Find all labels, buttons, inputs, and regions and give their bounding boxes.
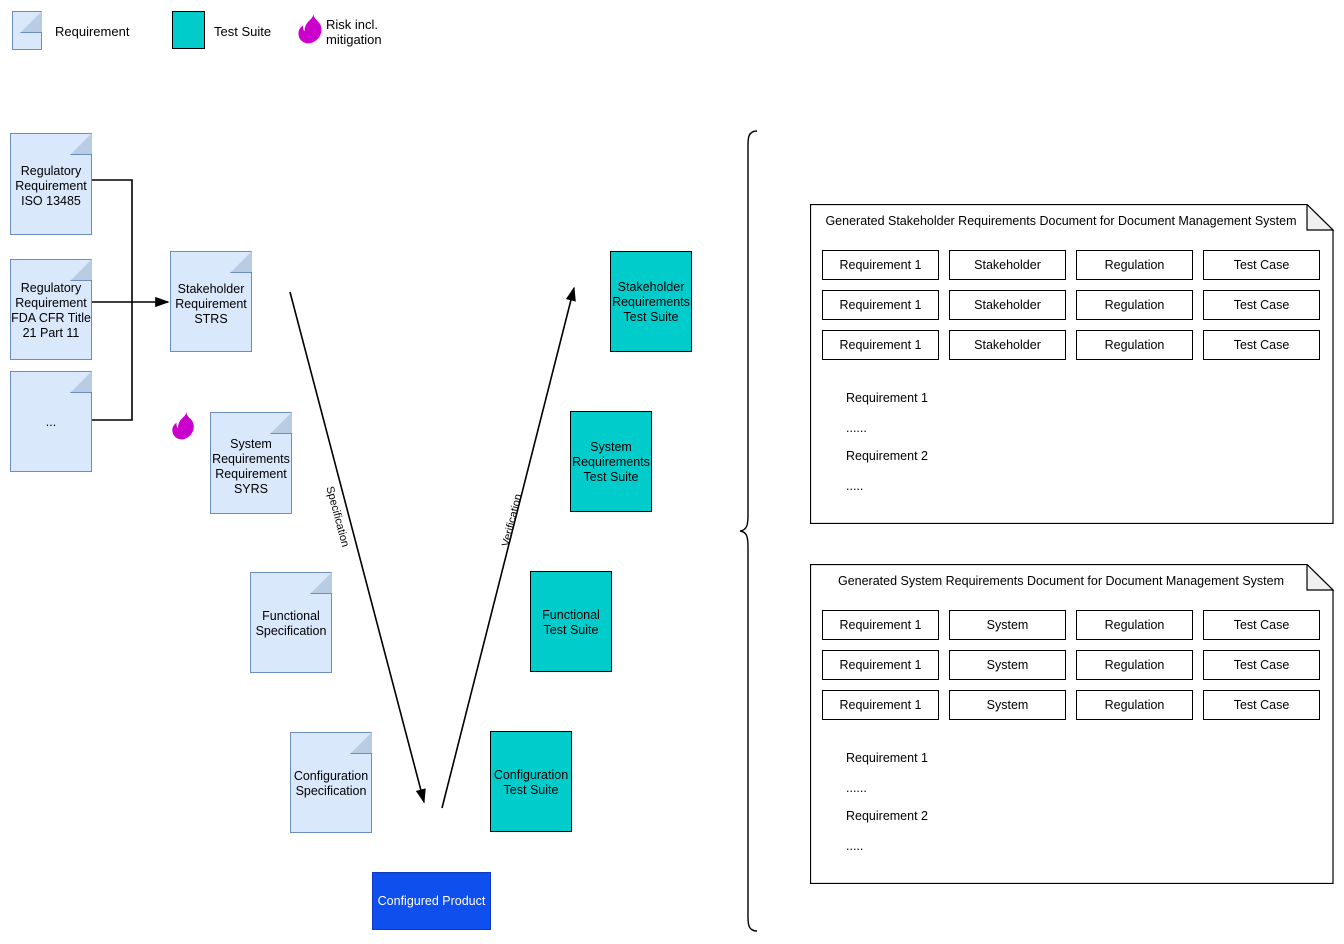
legend: Requirement Test Suite Risk incl. mitiga… (0, 0, 460, 70)
doc-regulatory-more[interactable]: ... (10, 371, 92, 472)
doc-label: Regulatory Requirement ISO 13485 (15, 164, 87, 208)
fold-corner-icon (270, 412, 292, 434)
table-row: Requirement 1 System Regulation Test Cas… (822, 610, 1320, 640)
body-line: Requirement 1 (846, 751, 928, 765)
doc-label: Stakeholder Requirement STRS (175, 282, 247, 326)
table-row: Requirement 1 System Regulation Test Cas… (822, 650, 1320, 680)
suite-label: System Requirements Test Suite (572, 440, 650, 484)
table-cell[interactable]: Regulation (1076, 290, 1193, 320)
edge-verification (441, 286, 576, 809)
body-line: Requirement 2 (846, 449, 928, 463)
doc-label: System Requirements Requirement SYRS (212, 437, 290, 496)
fold-corner-icon (70, 259, 92, 281)
suite-functional[interactable]: Functional Test Suite (530, 571, 612, 672)
fold-corner-icon (310, 572, 332, 594)
generated-document-title: Generated System Requirements Document f… (837, 574, 1285, 588)
table-cell[interactable]: Regulation (1076, 690, 1193, 720)
generated-document-stakeholder-outline (810, 204, 1334, 524)
table-cell[interactable]: Requirement 1 (822, 610, 939, 640)
legend-label-requirement: Requirement (55, 24, 130, 39)
fold-corner-icon (230, 251, 252, 273)
table-cell[interactable]: Requirement 1 (822, 650, 939, 680)
body-line: ...... (846, 781, 867, 795)
edge-regulatory-to-strs (92, 179, 170, 421)
table-cell[interactable]: Test Case (1203, 650, 1320, 680)
body-line: Requirement 2 (846, 809, 928, 823)
generated-document-stakeholder-content: Generated Stakeholder Requirements Docum… (810, 204, 1332, 522)
edge-label-specification: Specification (323, 485, 352, 549)
body-line: ..... (846, 839, 864, 853)
table-cell[interactable]: Regulation (1076, 250, 1193, 280)
table-cell[interactable]: System (949, 690, 1066, 720)
table-cell[interactable]: Regulation (1076, 330, 1193, 360)
doc-configuration-specification[interactable]: Configuration Specification (290, 732, 372, 833)
body-line: ..... (846, 479, 864, 493)
table-cell[interactable]: Requirement 1 (822, 690, 939, 720)
table-row: Requirement 1 Stakeholder Regulation Tes… (822, 290, 1320, 320)
table-cell[interactable]: Regulation (1076, 650, 1193, 680)
suite-label: Functional Test Suite (542, 608, 600, 637)
table-cell[interactable]: Stakeholder (949, 290, 1066, 320)
table-cell[interactable]: System (949, 610, 1066, 640)
doc-stakeholder-requirement-strs[interactable]: Stakeholder Requirement STRS (170, 251, 252, 352)
suite-stakeholder-requirements[interactable]: Stakeholder Requirements Test Suite (610, 251, 692, 352)
suite-label: Configuration Test Suite (493, 768, 569, 797)
fold-corner-icon (70, 371, 92, 393)
table-cell[interactable]: Test Case (1203, 690, 1320, 720)
doc-regulatory-fda-cfr[interactable]: Regulatory Requirement FDA CFR Title 21 … (10, 259, 92, 360)
suite-configuration[interactable]: Configuration Test Suite (490, 731, 572, 832)
table-cell[interactable]: System (949, 650, 1066, 680)
generated-document-system-outline (810, 564, 1334, 884)
doc-label: Regulatory Requirement FDA CFR Title 21 … (11, 281, 91, 340)
table-cell[interactable]: Stakeholder (949, 250, 1066, 280)
table-cell[interactable]: Test Case (1203, 290, 1320, 320)
suite-system-requirements[interactable]: System Requirements Test Suite (570, 411, 652, 512)
doc-label: ... (45, 415, 57, 429)
table-cell[interactable]: Test Case (1203, 250, 1320, 280)
table-cell[interactable]: Regulation (1076, 610, 1193, 640)
table-row: Requirement 1 System Regulation Test Cas… (822, 690, 1320, 720)
doc-system-requirements-syrs[interactable]: System Requirements Requirement SYRS (210, 412, 292, 514)
configured-product-label: Configured Product (377, 894, 486, 908)
edge-label-verification: Verification (500, 492, 525, 548)
suite-label: Stakeholder Requirements Test Suite (612, 280, 690, 324)
table-cell[interactable]: Requirement 1 (822, 250, 939, 280)
table-cell[interactable]: Stakeholder (949, 330, 1066, 360)
legend-square-icon (172, 11, 205, 49)
legend-label-risk: Risk incl. mitigation (326, 17, 382, 47)
table-cell[interactable]: Requirement 1 (822, 330, 939, 360)
table-row: Requirement 1 Stakeholder Regulation Tes… (822, 330, 1320, 360)
grouping-brace (739, 130, 758, 932)
legend-document-icon (12, 11, 42, 50)
edge-specification (289, 291, 426, 804)
generated-document-system[interactable]: Generated System Requirements Document f… (810, 564, 1332, 882)
body-line: ...... (846, 421, 867, 435)
doc-regulatory-iso13485[interactable]: Regulatory Requirement ISO 13485 (10, 133, 92, 235)
body-line: Requirement 1 (846, 391, 928, 405)
fold-corner-icon (70, 133, 92, 155)
doc-label: Functional Specification (255, 609, 327, 638)
table-cell[interactable]: Test Case (1203, 330, 1320, 360)
doc-label: Configuration Specification (293, 769, 369, 798)
table-cell[interactable]: Requirement 1 (822, 290, 939, 320)
legend-label-test-suite: Test Suite (214, 24, 272, 39)
table-cell[interactable]: Test Case (1203, 610, 1320, 640)
fold-corner-icon (20, 11, 42, 33)
table-row: Requirement 1 Stakeholder Regulation Tes… (822, 250, 1320, 280)
risk-flame-icon (172, 411, 194, 440)
configured-product-box[interactable]: Configured Product (372, 872, 491, 930)
legend-flame-icon (298, 13, 322, 44)
generated-document-title: Generated Stakeholder Requirements Docum… (825, 214, 1297, 228)
doc-functional-specification[interactable]: Functional Specification (250, 572, 332, 673)
fold-corner-icon (350, 732, 372, 754)
